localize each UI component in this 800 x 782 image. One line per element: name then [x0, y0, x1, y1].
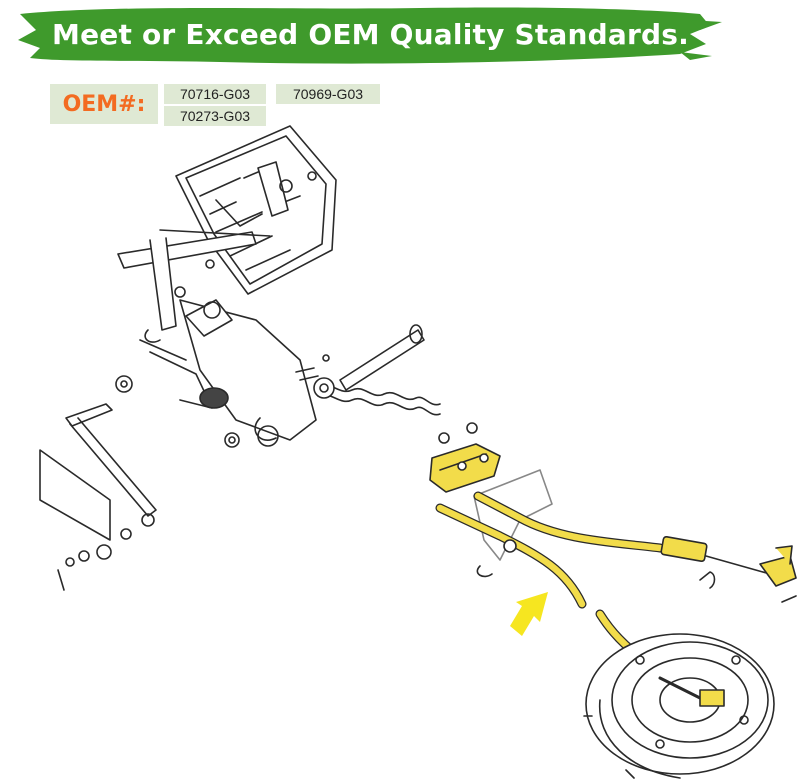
- oem-number: 70273-G03: [179, 108, 251, 124]
- spring-rod: [295, 324, 441, 416]
- brake-drum: [583, 633, 775, 779]
- oem-number: 70969-G03: [292, 86, 364, 102]
- oem-number-chip: 70716-G03: [164, 84, 266, 104]
- pointer-arrow-icon: [510, 592, 548, 636]
- pedal-plate: [175, 125, 337, 295]
- center-bracket: [115, 259, 317, 448]
- oem-label-text: OEM#:: [62, 91, 146, 117]
- left-linkage-rod: [39, 403, 157, 591]
- banner-title: Meet or Exceed OEM Quality Standards.: [52, 18, 689, 51]
- oem-number: 70716-G03: [179, 86, 251, 102]
- banner-brush: [18, 7, 722, 64]
- oem-number-chip: 70969-G03: [276, 84, 380, 104]
- equalizer-bracket: [429, 422, 501, 493]
- upper-brake-cable: [473, 491, 797, 603]
- oem-number-chip: 70273-G03: [164, 106, 266, 126]
- brake-cable-assembly-diagram: [39, 125, 797, 779]
- oem-label: OEM#:: [50, 84, 158, 124]
- pedal-arm: [117, 229, 271, 331]
